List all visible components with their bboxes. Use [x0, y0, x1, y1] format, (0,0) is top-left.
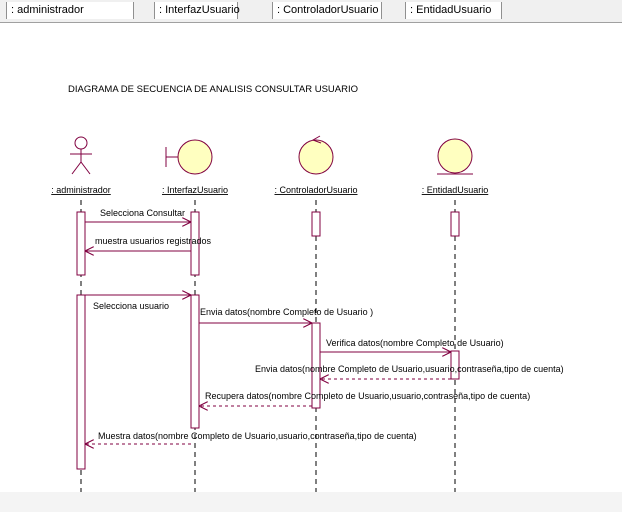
message-label: Selecciona Consultar — [100, 208, 185, 218]
message-recupera-datos[interactable]: Recupera datos(nombre Completo de Usuari… — [199, 391, 530, 406]
activation-bar — [311, 211, 321, 237]
message-label: Muestra datos(nombre Completo de Usuario… — [98, 431, 417, 441]
object-label-entidadusuario: : EntidadUsuario — [422, 185, 489, 195]
activation-bar — [76, 294, 86, 470]
control-controladorusuario[interactable]: : ControladorUsuario — [274, 135, 358, 195]
footer-bar — [0, 492, 622, 512]
entity-entidadusuario[interactable]: : EntidadUsuario — [422, 138, 489, 195]
header-tab-controladorusuario[interactable]: : ControladorUsuario — [272, 2, 382, 19]
activation-bar — [76, 211, 86, 276]
activation-bar — [190, 211, 200, 276]
boundary-icon — [165, 139, 213, 175]
actor-administrador[interactable]: : administrador — [51, 136, 111, 195]
control-icon — [298, 135, 334, 175]
activations — [76, 211, 460, 470]
diagram-title: DIAGRAMA DE SECUENCIA DE ANALISIS CONSUL… — [68, 84, 358, 95]
header-tab-administrador[interactable]: : administrador — [6, 2, 134, 19]
message-label: Envia datos(nombre Completo de Usuario,u… — [255, 364, 564, 374]
object-label-administrador: : administrador — [51, 185, 111, 195]
message-envia-datos-request[interactable]: Envia datos(nombre Completo de Usuario ) — [199, 307, 373, 323]
boundary-interfazusuario[interactable]: : InterfazUsuario — [162, 139, 228, 195]
activation-bar — [450, 211, 460, 237]
message-label: Recupera datos(nombre Completo de Usuari… — [205, 391, 530, 401]
message-selecciona-consultar[interactable]: Selecciona Consultar — [85, 208, 191, 222]
message-muestra-usuarios[interactable]: muestra usuarios registrados — [85, 236, 212, 251]
message-label: muestra usuarios registrados — [95, 236, 212, 246]
header-tab-interfazusuario[interactable]: : InterfazUsuario — [154, 2, 240, 19]
entity-icon — [437, 138, 473, 175]
object-label-interfazusuario: : InterfazUsuario — [162, 185, 228, 195]
activation-bar — [311, 322, 321, 409]
message-muestra-datos[interactable]: Muestra datos(nombre Completo de Usuario… — [85, 431, 417, 444]
message-label: Verifica datos(nombre Completo de Usuari… — [326, 338, 504, 348]
actor-icon — [70, 136, 92, 175]
header-bar: : administrador : InterfazUsuario : Cont… — [0, 0, 622, 23]
object-label-controladorusuario: : ControladorUsuario — [274, 185, 357, 195]
activation-bar — [450, 350, 460, 380]
message-envia-datos-return[interactable]: Envia datos(nombre Completo de Usuario,u… — [255, 364, 564, 379]
message-label: Selecciona usuario — [93, 301, 169, 311]
activation-bar — [190, 294, 200, 429]
message-label: Envia datos(nombre Completo de Usuario ) — [200, 307, 373, 317]
header-tab-entidadusuario[interactable]: : EntidadUsuario — [405, 2, 502, 19]
message-selecciona-usuario[interactable]: Selecciona usuario — [85, 295, 191, 311]
message-verifica-datos[interactable]: Verifica datos(nombre Completo de Usuari… — [320, 338, 504, 352]
